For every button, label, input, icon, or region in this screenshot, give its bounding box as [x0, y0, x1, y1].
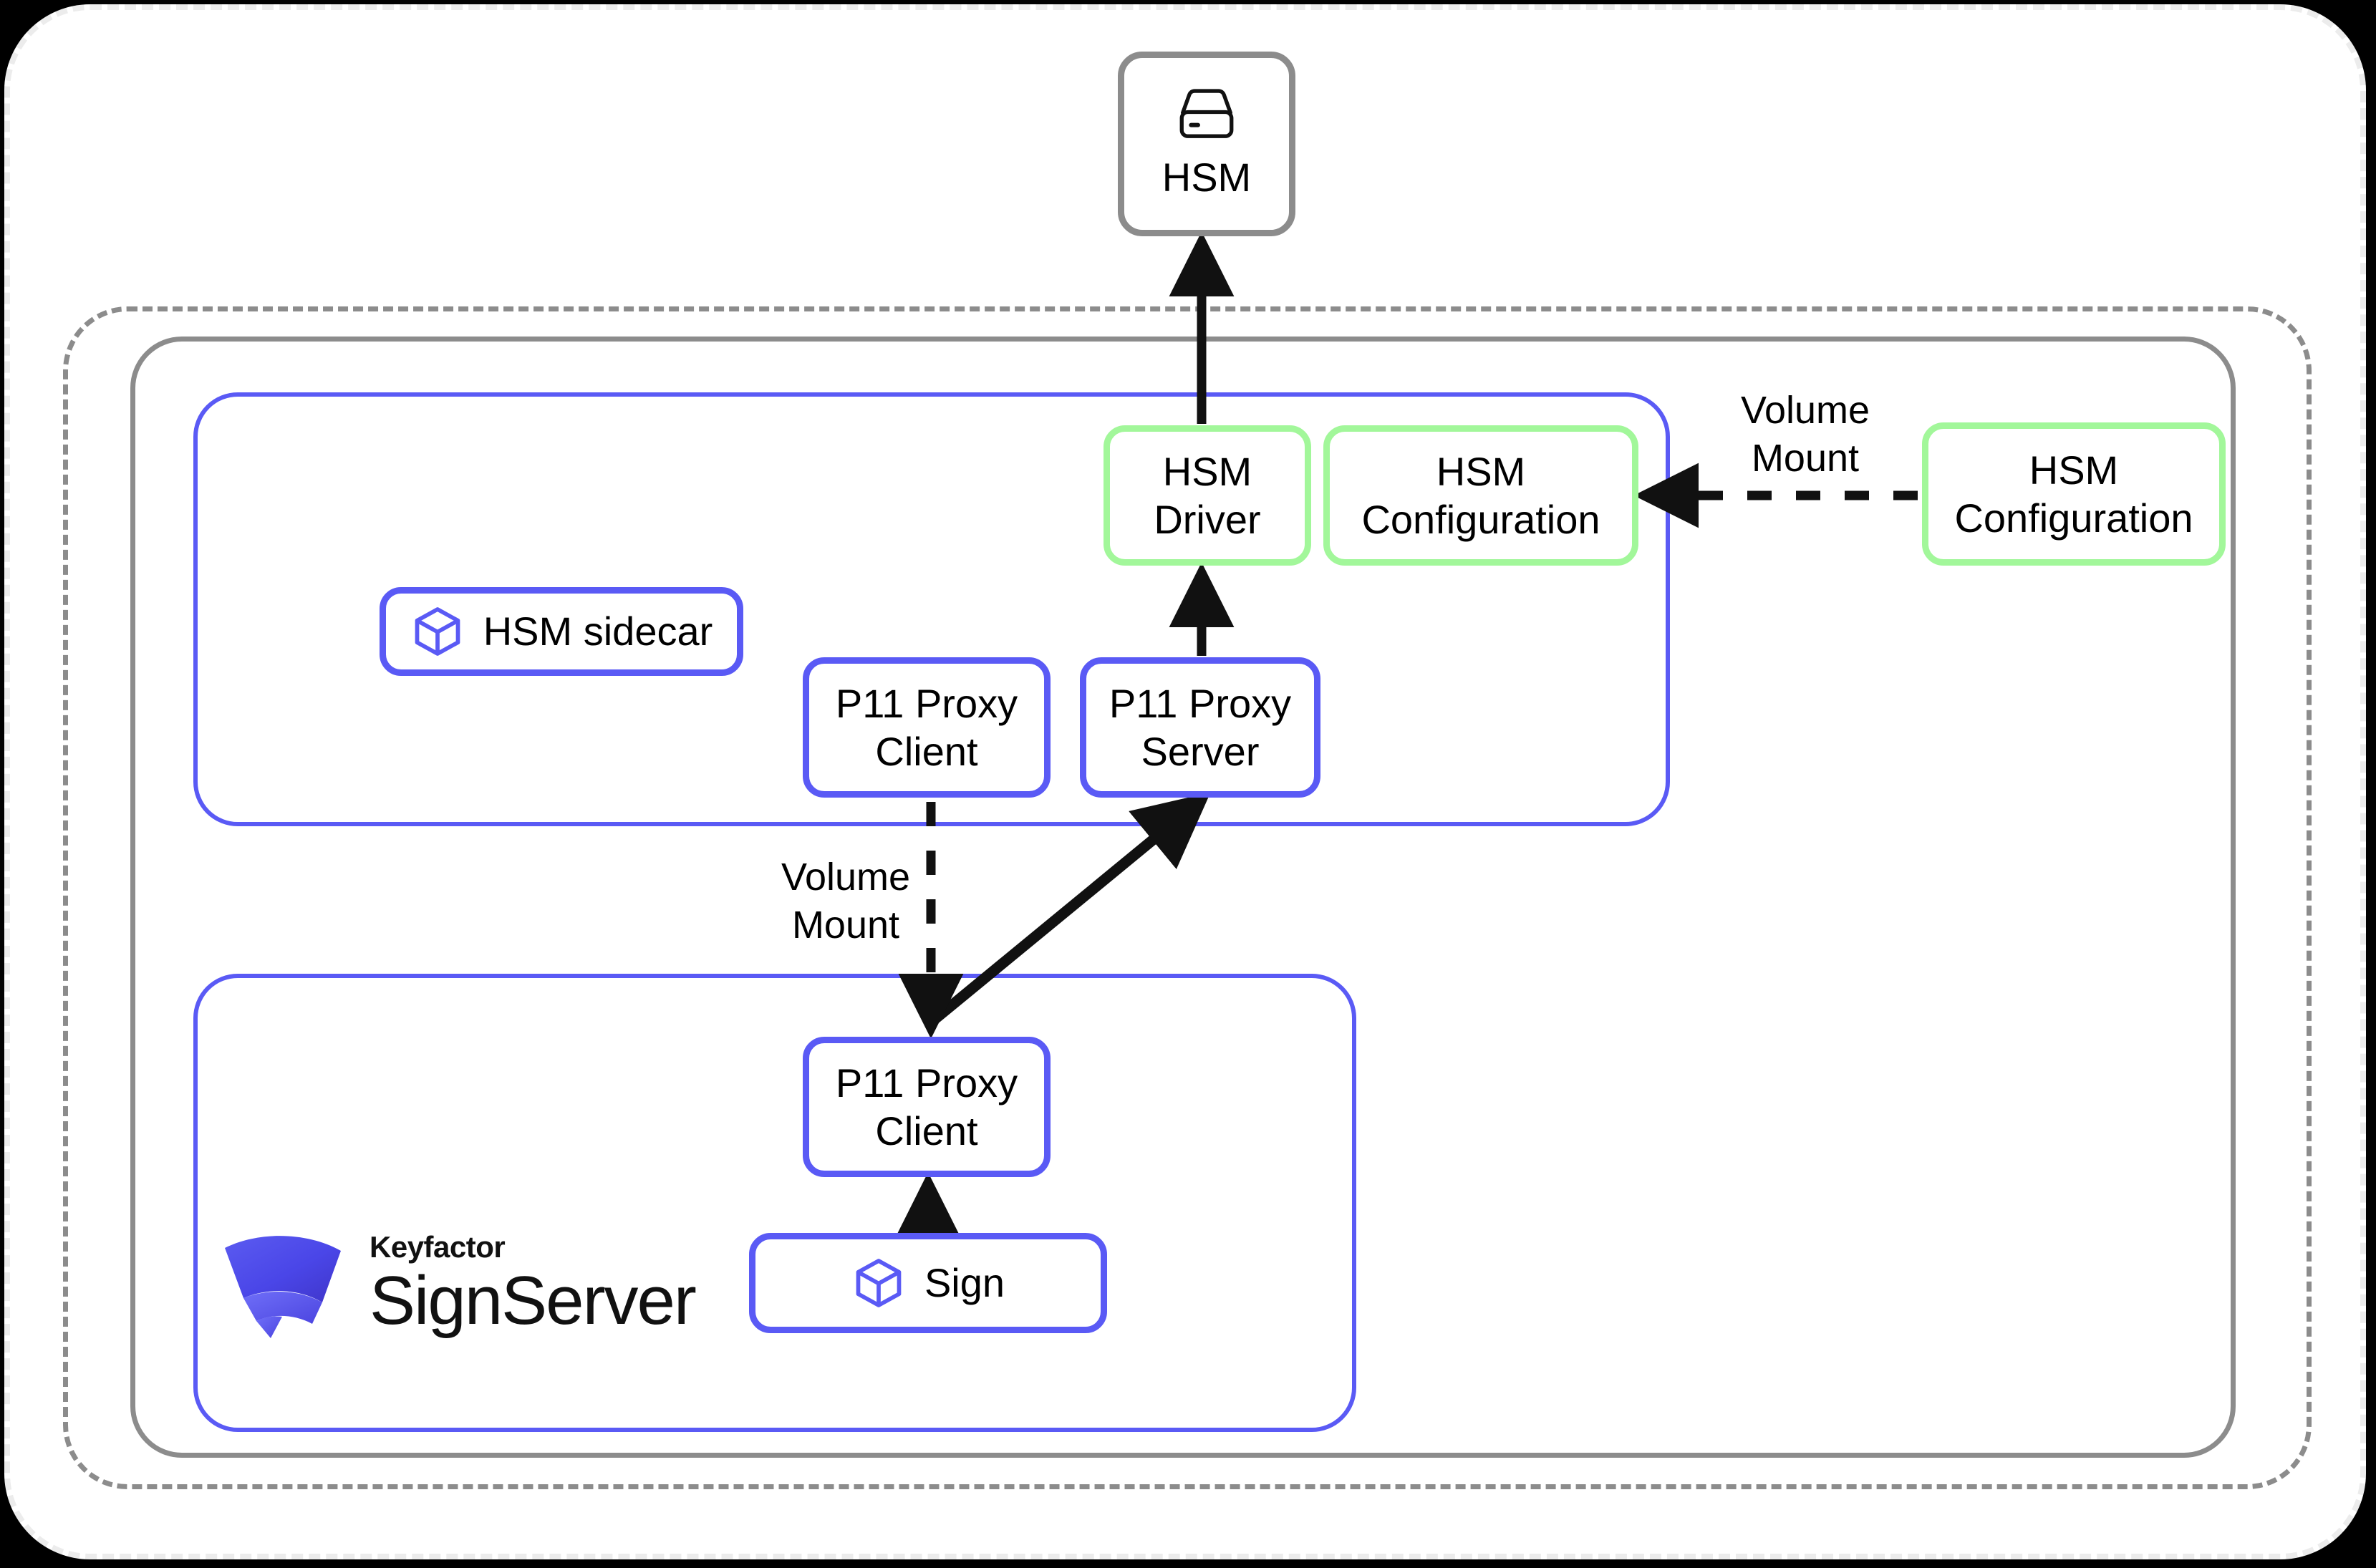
- node-hsm-configuration-outer[interactable]: HSM Configuration: [1922, 422, 2226, 566]
- node-hsm-sidecar[interactable]: HSM sidecar: [380, 587, 743, 676]
- node-hsm-configuration-inner[interactable]: HSM Configuration: [1323, 425, 1638, 566]
- node-p11-proxy-client-sidecar[interactable]: P11 Proxy Client: [803, 657, 1051, 798]
- node-hsm-configuration-inner-label: HSM Configuration: [1361, 448, 1600, 542]
- edge-label-volume-mount-left: Volume Mount: [781, 856, 911, 947]
- signserver-group: [193, 974, 1356, 1432]
- edge-label-volume-mount-right: Volume Mount: [1740, 389, 1870, 480]
- cube-icon: [851, 1256, 906, 1310]
- node-hsm-sidecar-label: HSM sidecar: [483, 609, 713, 654]
- node-p11-proxy-client-sidecar-label: P11 Proxy Client: [835, 680, 1018, 774]
- keyfactor-swoosh-logo-icon: [222, 1226, 351, 1341]
- host-dashed-boundary: [63, 306, 2312, 1489]
- hard-drive-icon: [1174, 86, 1239, 142]
- brand-signserver: SignServer: [370, 1262, 697, 1339]
- node-p11-proxy-client-signserver[interactable]: P11 Proxy Client: [803, 1037, 1051, 1177]
- node-hsm-label: HSM: [1162, 155, 1252, 200]
- brand-keyfactor: Keyfactor: [370, 1230, 506, 1264]
- node-hsm[interactable]: HSM: [1118, 52, 1295, 236]
- node-p11-proxy-server-label: P11 Proxy Server: [1109, 680, 1292, 774]
- node-hsm-configuration-outer-label: HSM Configuration: [1954, 447, 2193, 541]
- cube-icon: [410, 604, 465, 659]
- keyfactor-signserver-logo: Keyfactor SignServer: [222, 1216, 723, 1352]
- node-sign[interactable]: Sign: [749, 1233, 1107, 1333]
- node-p11-proxy-client-signserver-label: P11 Proxy Client: [835, 1060, 1018, 1153]
- node-hsm-driver[interactable]: HSM Driver: [1104, 425, 1311, 566]
- signserver-wordmark: Keyfactor SignServer: [370, 1230, 697, 1339]
- node-hsm-driver-label: HSM Driver: [1154, 448, 1261, 542]
- node-sign-label: Sign: [924, 1260, 1005, 1306]
- node-p11-proxy-server[interactable]: P11 Proxy Server: [1080, 657, 1320, 798]
- host-solid-boundary: [130, 337, 2236, 1458]
